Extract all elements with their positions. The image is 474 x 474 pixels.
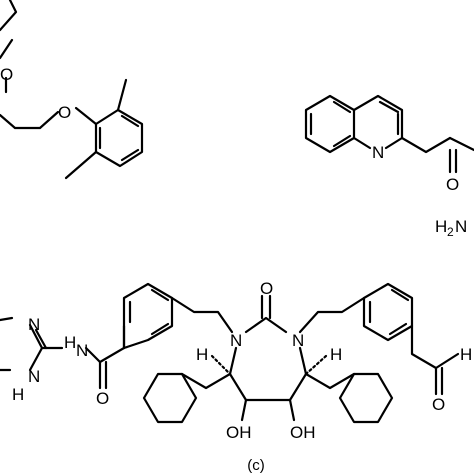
nh-label-triazole: H: [12, 385, 24, 404]
nitrogen-label-triazole-2: N: [28, 367, 40, 386]
nitrogen-label-quinoline: N: [372, 143, 384, 162]
oxygen-label-top-left-b: O: [58, 103, 71, 122]
oxygen-label-quinoline: O: [446, 175, 459, 194]
aryloxyacetyl-fragment: [0, 0, 144, 180]
h2n-label-subscript: 2: [447, 225, 454, 239]
oxygen-label-amide-left: O: [96, 389, 109, 408]
h2n-label-n: N: [455, 217, 467, 236]
h-label-amide-left: H: [64, 333, 76, 352]
nitrogen-label-triazole-1: N: [28, 315, 40, 334]
hydroxyl-label-left: OH: [226, 423, 252, 442]
nitrogen-label-ring-right: N: [292, 331, 304, 350]
cyclic-urea-structure: [0, 282, 460, 424]
oxygen-label-urea: O: [260, 279, 273, 298]
oxygen-label-amide-right: O: [432, 395, 445, 414]
oxygen-label-top-left-a: O: [0, 65, 13, 84]
h2n-label-h: H: [435, 217, 447, 236]
h-label-stereo-left: H: [196, 345, 208, 364]
quinoline-fragment: [304, 94, 474, 174]
nitrogen-label-ring-left: N: [230, 331, 242, 350]
nitrogen-label-amide-left: N: [76, 341, 88, 360]
h-label-amide-right: H: [460, 345, 472, 364]
h-label-stereo-right: H: [330, 345, 342, 364]
panel-label: (c): [247, 457, 265, 474]
hydroxyl-label-right: OH: [290, 423, 316, 442]
